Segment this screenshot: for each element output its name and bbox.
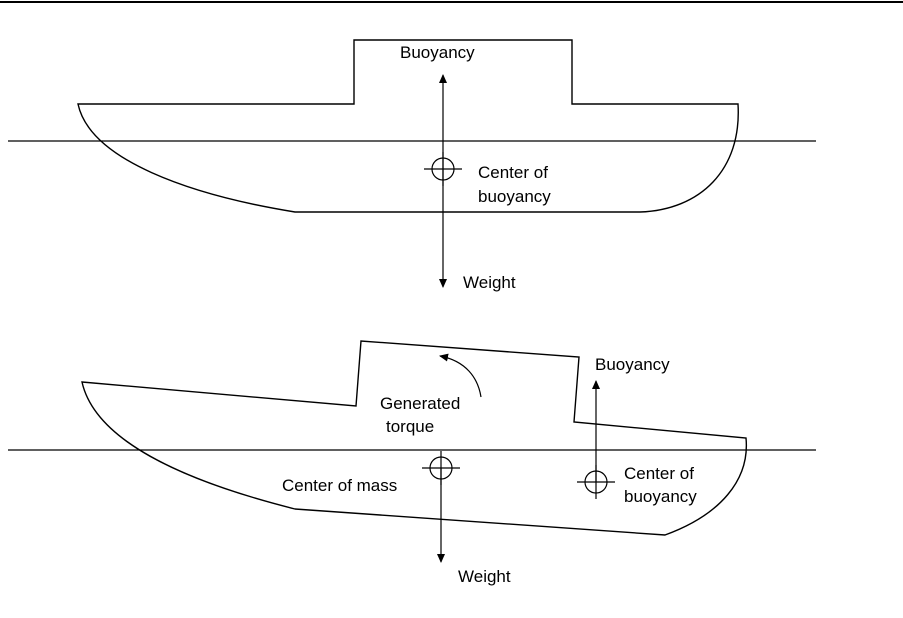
upright-boat-group: Buoyancy Center of buoyancy Weight [8, 39, 816, 292]
upright-center-of-buoyancy-marker [424, 152, 462, 186]
tilted-boat-group: Buoyancy Generated torque Center of mass… [8, 340, 816, 586]
tilted-center-label-line1: Center of [624, 464, 694, 483]
upright-center-label-line1: Center of [478, 163, 548, 182]
upright-center-label-line2: buoyancy [478, 187, 551, 206]
upright-weight-label: Weight [463, 273, 516, 292]
torque-label-line1: Generated [380, 394, 460, 413]
tilted-buoyancy-label: Buoyancy [595, 355, 670, 374]
generated-torque-arrow [439, 353, 482, 398]
center-of-mass-label: Center of mass [282, 476, 397, 495]
tilted-weight-label: Weight [458, 567, 511, 586]
torque-label-line2: torque [386, 417, 434, 436]
upright-hull-outline [77, 39, 739, 213]
tilted-center-label-line2: buoyancy [624, 487, 697, 506]
tilted-hull-outline [81, 340, 748, 536]
upright-buoyancy-label: Buoyancy [400, 43, 475, 62]
